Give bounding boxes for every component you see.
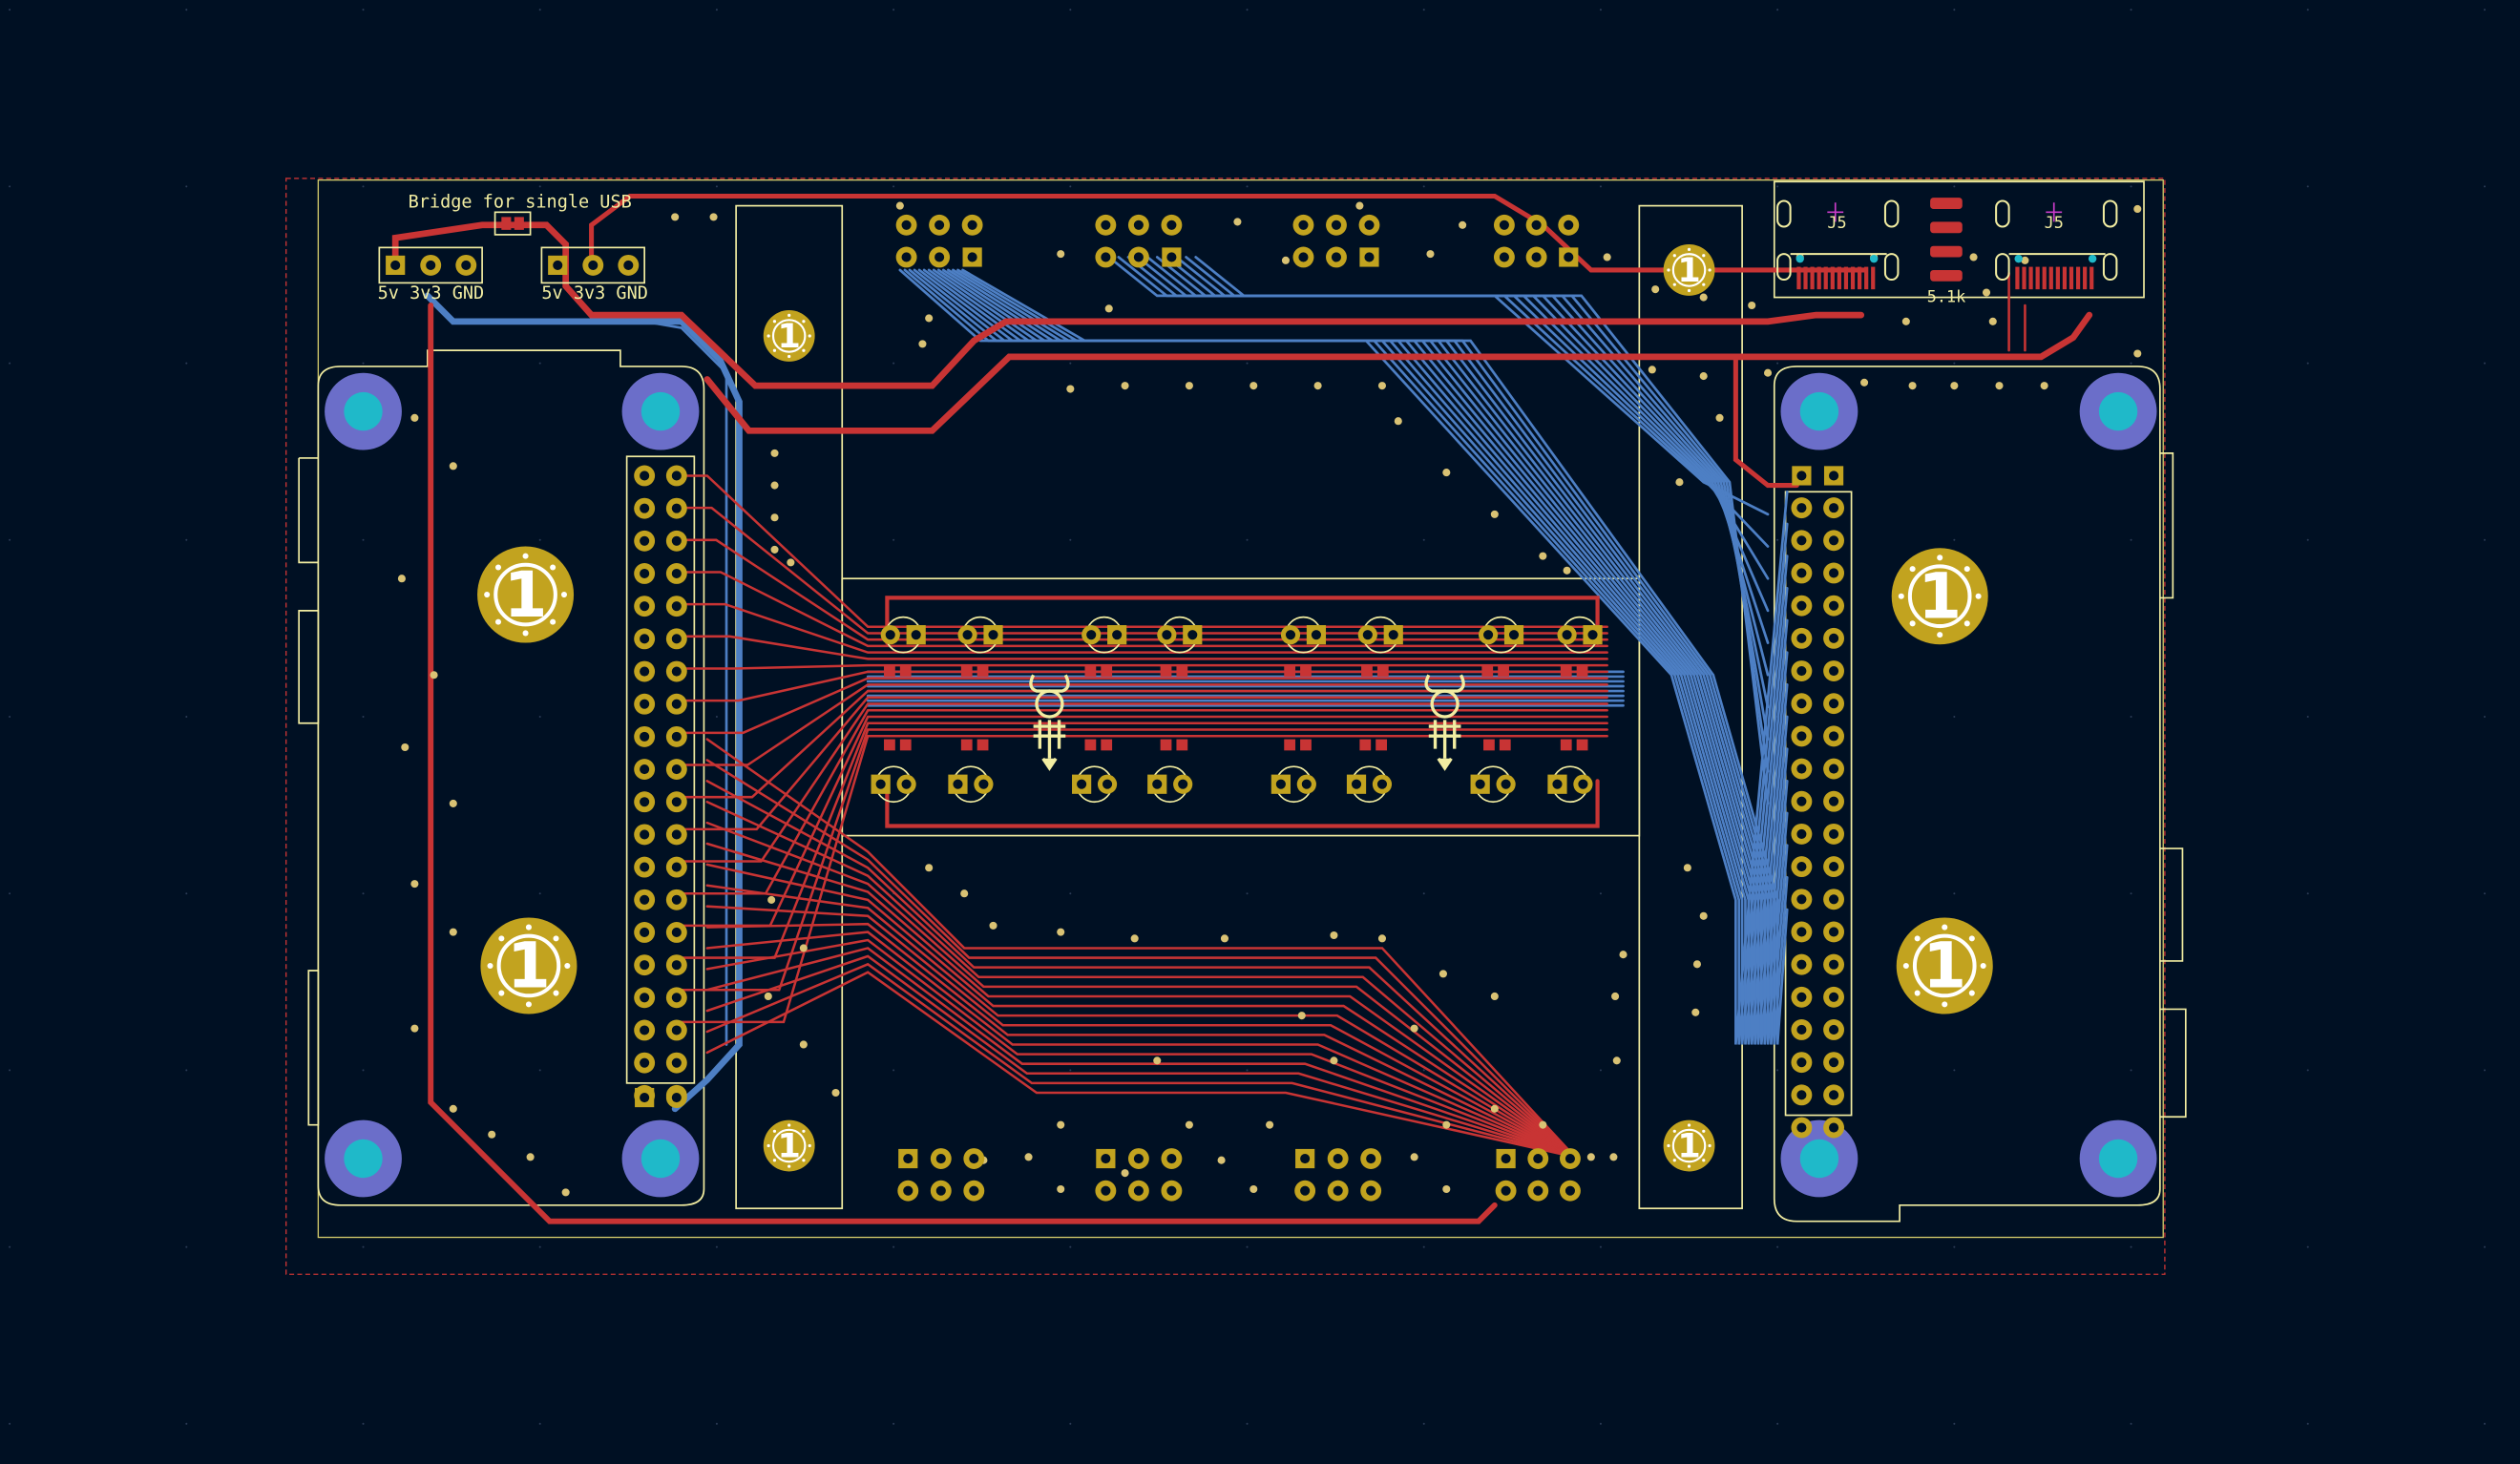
usb-connectors bbox=[1776, 199, 2118, 282]
bridge-jumper bbox=[494, 211, 532, 236]
module-outlines bbox=[298, 180, 2187, 1223]
mounting-hole-icon bbox=[2079, 372, 2157, 450]
svg-text:1: 1 bbox=[507, 931, 551, 1003]
mounting-hole-icon bbox=[2079, 1119, 2157, 1198]
usb-left-ref: J5 bbox=[1827, 213, 1846, 232]
led-footprint bbox=[1547, 765, 1593, 804]
smd-parts bbox=[494, 198, 2094, 751]
vias bbox=[397, 201, 2142, 1197]
mounting-hole-icon bbox=[1780, 1119, 1858, 1198]
bridge-note-label: Bridge for single USB bbox=[409, 192, 632, 212]
pin-one-marker: 1 bbox=[1663, 1119, 1715, 1172]
svg-text:1: 1 bbox=[504, 559, 548, 632]
led-footprint bbox=[1147, 765, 1193, 804]
pin-one-marker: 1 bbox=[763, 310, 815, 362]
front-copper-traces bbox=[391, 193, 2093, 1224]
back-copper-traces bbox=[424, 256, 1789, 1113]
pin-one-marker: 1 bbox=[477, 546, 575, 643]
led-footprint bbox=[1072, 765, 1118, 804]
mounting-hole-icon bbox=[325, 372, 402, 450]
led-footprint bbox=[1270, 765, 1316, 804]
mounting-hole-icon bbox=[325, 1119, 402, 1198]
led-footprint bbox=[880, 616, 926, 654]
resistor-value-label: 5.1k bbox=[1927, 287, 1966, 306]
svg-text:1: 1 bbox=[1922, 931, 1966, 1003]
led-footprint bbox=[1082, 616, 1127, 654]
pin-one-marker: 1 bbox=[1896, 917, 1993, 1014]
svg-text:1: 1 bbox=[777, 317, 800, 356]
svg-text:1: 1 bbox=[777, 1127, 800, 1166]
mounting-hole-icon bbox=[1780, 372, 1858, 450]
led-footprint bbox=[948, 765, 994, 804]
led-footprint bbox=[1557, 616, 1603, 654]
pin-one-marker: 1 bbox=[1663, 244, 1715, 296]
mounting-holes bbox=[325, 372, 2157, 1198]
led-footprint bbox=[957, 616, 1003, 654]
pin-one-marker: 1 bbox=[1891, 548, 1988, 645]
led-footprint bbox=[1346, 765, 1393, 804]
svg-text:1: 1 bbox=[1677, 251, 1700, 290]
led-footprint bbox=[1280, 616, 1327, 654]
led-footprint bbox=[871, 765, 916, 804]
pin-headers bbox=[378, 214, 1845, 1202]
header-a-label: 5v 3v3 GND bbox=[378, 283, 484, 303]
led-footprint bbox=[1357, 616, 1403, 654]
svg-text:1: 1 bbox=[1918, 560, 1962, 633]
led-footprint bbox=[1478, 616, 1524, 654]
usb-right-ref: J5 bbox=[2045, 213, 2064, 232]
led-footprint bbox=[1157, 616, 1203, 654]
led-footprints bbox=[871, 616, 1603, 804]
header-b-label: 5v 3v3 GND bbox=[541, 283, 647, 303]
svg-text:1: 1 bbox=[1677, 1127, 1700, 1166]
pin-one-marker: 1 bbox=[763, 1119, 815, 1172]
led-footprint bbox=[1470, 765, 1516, 804]
mounting-hole-icon bbox=[621, 1119, 700, 1198]
jellyfish-logo-icon bbox=[1029, 674, 1465, 771]
pin-one-marker: 1 bbox=[480, 917, 578, 1014]
grid-dots bbox=[9, 9, 2486, 1425]
mounting-hole-icon bbox=[621, 372, 700, 450]
pin-one-markers: 1 1 1 1 1 1 1 1 bbox=[477, 244, 1993, 1172]
